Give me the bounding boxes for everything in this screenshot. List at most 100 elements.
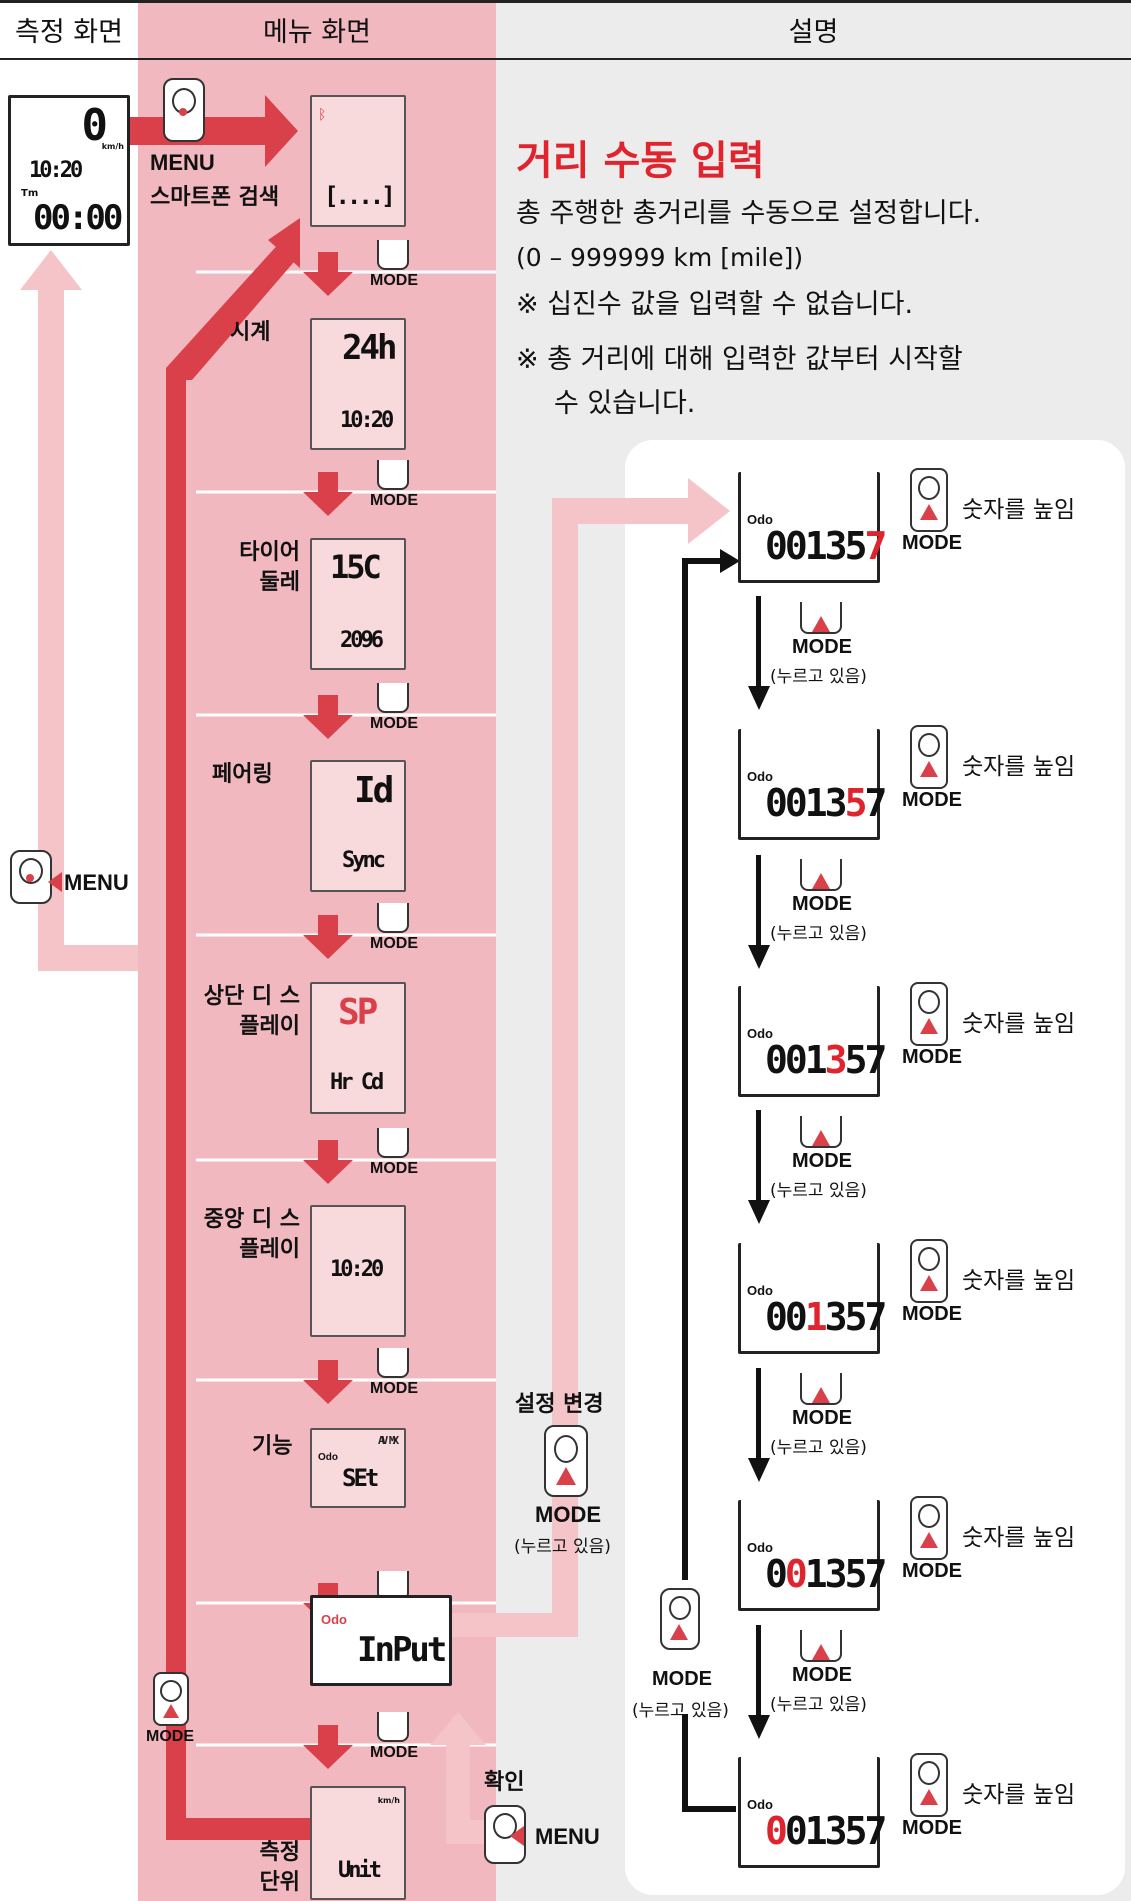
lcd-unit: km/h Unit bbox=[310, 1786, 406, 1900]
odo-digit: 5 bbox=[844, 781, 868, 825]
menu-button-top[interactable] bbox=[163, 78, 205, 142]
menu-label-left: MENU bbox=[64, 870, 129, 895]
header-top-border bbox=[0, 0, 1131, 3]
step-action: 숫자를 높임 bbox=[962, 497, 1076, 523]
odo-digit: 5 bbox=[844, 1038, 868, 1082]
odo-digit: 0 bbox=[784, 1295, 808, 1339]
odo-digit: 5 bbox=[844, 524, 868, 568]
menu-column-bg bbox=[138, 0, 496, 1901]
mode-icon-2 bbox=[377, 460, 409, 490]
lcd-display: 10:20 bbox=[330, 1257, 384, 1282]
mode-pointer-icon bbox=[920, 504, 938, 520]
odo-digit: 7 bbox=[864, 1809, 887, 1853]
odo-value: 001357 bbox=[765, 1295, 887, 1339]
lcd-top-display: SP Hr Cd bbox=[310, 982, 406, 1114]
hold-label-step: (누르고 있음) bbox=[770, 1438, 867, 1458]
odo-digit: 0 bbox=[765, 1295, 788, 1339]
button-inner-icon bbox=[918, 990, 940, 1014]
hold-label-settings: (누르고 있음) bbox=[514, 1537, 611, 1557]
odo-digit: 3 bbox=[824, 1552, 848, 1596]
mode-pointer-icon bbox=[812, 873, 830, 889]
tm-label: Tm bbox=[21, 188, 39, 199]
explanation-note2b: 수 있습니다. bbox=[554, 388, 696, 419]
button-inner-icon bbox=[918, 1504, 940, 1528]
odo-digit: 5 bbox=[844, 1295, 868, 1339]
lcd-display: [....] bbox=[324, 182, 396, 210]
mode-button[interactable] bbox=[910, 1496, 948, 1560]
step-action: 숫자를 높임 bbox=[962, 1268, 1076, 1294]
lcd-bottom: Sync bbox=[342, 848, 386, 873]
lcd-pairing: Id Sync bbox=[310, 760, 406, 892]
odo-label: Odo bbox=[747, 1540, 773, 1555]
odo-digit: 1 bbox=[804, 781, 828, 825]
mode-button-settings[interactable] bbox=[544, 1425, 588, 1497]
mode-icon-1 bbox=[377, 240, 409, 270]
mode-label-6: MODE bbox=[370, 1380, 418, 1397]
lcd-clock: 24h 10:20 bbox=[310, 318, 406, 450]
mode-icon-8 bbox=[377, 1712, 409, 1742]
button-inner-icon bbox=[19, 858, 43, 884]
lcd-bottom: Hr Cd bbox=[330, 1070, 384, 1095]
hold-label-step: (누르고 있음) bbox=[770, 924, 867, 944]
mode-button[interactable] bbox=[910, 725, 948, 789]
mode-label-5: MODE bbox=[370, 1160, 418, 1177]
mode-label-8: MODE bbox=[370, 1744, 418, 1761]
menu-pointer-icon bbox=[48, 872, 62, 892]
odo-digit: 1 bbox=[804, 1038, 828, 1082]
header-menu-screen: 메뉴 화면 bbox=[263, 16, 371, 48]
odo-digit: 0 bbox=[784, 1552, 808, 1596]
step-action: 숫자를 높임 bbox=[962, 1525, 1076, 1551]
button-inner-icon bbox=[918, 476, 940, 500]
hold-label-step: (누르고 있음) bbox=[770, 1695, 867, 1715]
menu-label-confirm: MENU bbox=[535, 1824, 600, 1849]
odo-label: Odo bbox=[747, 1797, 773, 1812]
mode-pointer-icon bbox=[920, 1532, 938, 1548]
mode-button[interactable] bbox=[910, 1239, 948, 1303]
odo-digit: 3 bbox=[824, 1809, 848, 1853]
mode-button[interactable] bbox=[910, 1753, 948, 1817]
label-function: 기능 bbox=[252, 1434, 293, 1459]
mode-label: MODE bbox=[902, 1303, 962, 1325]
clock-value: 10:20 bbox=[29, 158, 83, 183]
lcd-odo-label: Odo bbox=[318, 1452, 338, 1463]
mode-button[interactable] bbox=[910, 982, 948, 1046]
menu-button-left[interactable] bbox=[10, 850, 52, 904]
mode-button[interactable] bbox=[910, 468, 948, 532]
mode-label: MODE bbox=[902, 1560, 962, 1582]
menu-pointer-icon bbox=[510, 1826, 524, 1846]
mode-pointer-icon bbox=[812, 616, 830, 632]
odo-digit: 7 bbox=[864, 781, 887, 825]
mode-label-4: MODE bbox=[370, 935, 418, 952]
odo-digit: 0 bbox=[784, 781, 808, 825]
step-action: 숫자를 높임 bbox=[962, 1782, 1076, 1808]
header-bottom-border bbox=[0, 58, 1131, 60]
odo-digit: 7 bbox=[864, 1038, 887, 1082]
odo-digit: 3 bbox=[824, 781, 848, 825]
label-center-display: 중앙 디 스플레이 bbox=[203, 1207, 300, 1262]
mode-label-step: MODE bbox=[792, 1664, 852, 1686]
odo-digit: 7 bbox=[864, 1295, 887, 1339]
mode-pointer-icon bbox=[920, 1018, 938, 1034]
lcd-center-display: 10:20 bbox=[310, 1205, 406, 1337]
lcd-top: SP bbox=[338, 992, 378, 1033]
return-arrow-up bbox=[20, 250, 82, 290]
mode-button-bottom[interactable] bbox=[153, 1672, 189, 1726]
mode-label-step: MODE bbox=[792, 636, 852, 658]
mode-icon-step bbox=[800, 1630, 842, 1662]
mode-button-loop[interactable] bbox=[660, 1588, 700, 1650]
mode-pointer-icon bbox=[920, 1275, 938, 1291]
odo-value: 001357 bbox=[765, 524, 887, 568]
odo-digit: 7 bbox=[864, 524, 887, 568]
mode-pointer-icon bbox=[812, 1130, 830, 1146]
label-top-display: 상단 디 스플레이 bbox=[203, 984, 300, 1039]
lcd-odo-label: Odo bbox=[321, 1612, 347, 1627]
odo-digit: 0 bbox=[765, 1809, 788, 1853]
label-unit: 측정 단위 bbox=[259, 1840, 300, 1895]
hold-label-step: (누르고 있음) bbox=[770, 1181, 867, 1201]
